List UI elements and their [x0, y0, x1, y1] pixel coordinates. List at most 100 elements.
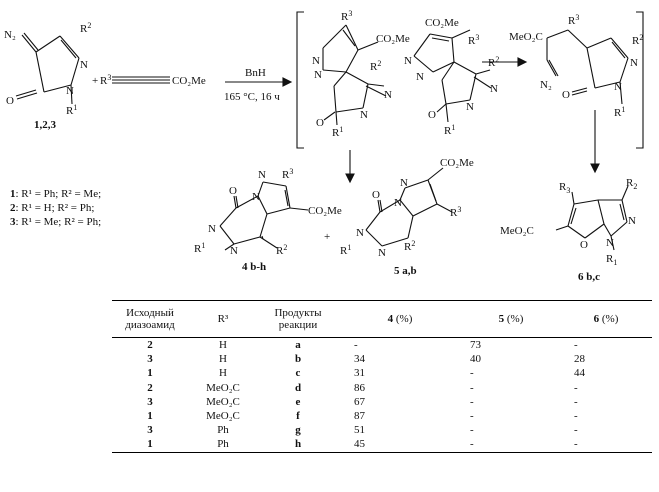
atom-n: N: [230, 245, 238, 257]
atom-n: N: [400, 177, 408, 189]
table-cell-p6: -: [574, 410, 578, 423]
ester-group: CO₂Me: [172, 75, 206, 87]
ester-group: CO₂Me: [308, 205, 342, 217]
table-cell-p6: -: [560, 437, 652, 453]
table-cell-diazo: 3: [147, 353, 153, 366]
atom-n: N: [252, 191, 260, 203]
table-cell-p4: -: [354, 339, 358, 352]
table-cell-diazo: 1: [112, 437, 188, 453]
table-cell-p4: 31: [354, 367, 365, 380]
product-5-label: 5 a,b: [394, 265, 417, 277]
atom-r1: R1: [444, 123, 455, 137]
atom-n: N: [606, 237, 614, 249]
table-cell-prod: f: [296, 410, 300, 423]
atom-n: N: [630, 57, 638, 69]
table-cell-p6: -: [574, 339, 578, 352]
table-cell-p6: 28: [574, 353, 585, 366]
table-cell-p4: 67: [354, 395, 365, 408]
atom-r3: R3: [450, 205, 461, 219]
atom-n2: N₂: [4, 29, 16, 41]
atom-o: O: [428, 109, 436, 121]
atom-n: N: [356, 227, 364, 239]
table-cell-r3: H: [219, 367, 227, 380]
table-cell-prod: b: [294, 353, 302, 366]
product-4-label: 4 b-h: [242, 261, 266, 273]
product-4-structure: [219, 181, 309, 251]
table-cell-prod: g: [295, 424, 301, 437]
table-cell-p4: 86: [354, 381, 365, 394]
atom-r1: R1: [340, 243, 351, 257]
plus-sign: +: [92, 75, 98, 87]
atom-r2: R2: [626, 177, 637, 191]
atom-r3: R3: [568, 13, 579, 27]
atom-n: N: [66, 85, 74, 97]
table-cell-p4: 45: [338, 437, 462, 453]
table-cell-r3: MeO₂C: [206, 410, 240, 423]
table-cell-prod: e: [295, 395, 301, 408]
table-cell-p6: -: [574, 424, 578, 437]
spiro-intermediate-1: [322, 24, 387, 126]
atom-o: O: [316, 117, 324, 129]
table-cell-diazo: 1: [147, 410, 153, 423]
atom-r1: R1: [332, 125, 343, 139]
legend-item: 1: R¹ = Ph; R² = Me;: [10, 188, 102, 200]
start-compound-label: 1,2,3: [34, 119, 57, 131]
left-bracket: [296, 11, 304, 149]
table-cell-r3: H: [219, 339, 227, 352]
atom-r3: R3: [468, 33, 479, 47]
atom-n: N: [466, 101, 474, 113]
table-cell-p5: -: [470, 381, 474, 394]
product-5-structure: [365, 167, 453, 247]
plus-sign: +: [324, 231, 330, 243]
atom-n: N: [384, 89, 392, 101]
atom-n: N: [208, 223, 216, 235]
atom-r3: R3: [341, 9, 352, 23]
table-cell-r3: MeO₂C: [206, 381, 240, 394]
product-6-label: 6 b,c: [578, 271, 600, 283]
header-r3: R³: [188, 300, 258, 338]
ester-group: CO₂Me: [425, 17, 459, 29]
ester-group: CO₂Me: [376, 33, 410, 45]
alkyne-structure: [112, 76, 170, 84]
table-cell-p5: -: [462, 437, 560, 453]
header-yield-4: 4 (%): [338, 300, 462, 338]
atom-r2: R2: [80, 21, 91, 35]
atom-r2: R2: [276, 243, 287, 257]
atom-r2: R2: [632, 33, 643, 47]
atom-n: N: [258, 169, 266, 181]
reagent-label: BnH: [245, 67, 266, 79]
atom-o: O: [372, 189, 380, 201]
table-cell-diazo: 2: [147, 339, 153, 352]
table-cell-p4: 34: [354, 353, 365, 366]
atom-r3: R3: [559, 181, 570, 195]
atom-r1: R1: [606, 253, 617, 267]
right-bracket: [636, 11, 644, 149]
atom-n: N: [360, 109, 368, 121]
atom-n: N: [312, 55, 320, 67]
atom-n: N: [628, 215, 636, 227]
atom-r2: R2: [404, 239, 415, 253]
diazo-ester-intermediate: [546, 29, 629, 105]
atom-r1: R1: [194, 241, 205, 255]
table-cell-diazo: 3: [147, 424, 153, 437]
atom-o: O: [580, 239, 588, 251]
arrow-to-product-6: [590, 163, 600, 174]
header-yield-5: 5 (%): [462, 300, 560, 338]
table-cell-p5: -: [470, 424, 474, 437]
table-cell-p6: -: [574, 381, 578, 394]
table-cell-prod: c: [295, 367, 301, 380]
atom-r3: R3: [282, 167, 293, 181]
atom-n: N: [614, 81, 622, 93]
table-cell-p5: -: [470, 367, 474, 380]
header-yield-6: 6 (%): [560, 300, 652, 338]
